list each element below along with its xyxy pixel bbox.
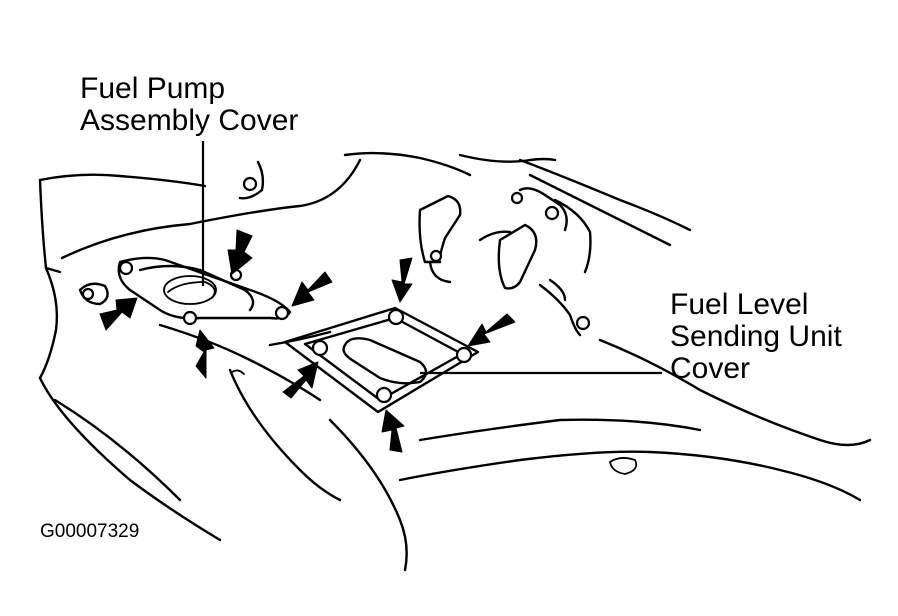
fuel-level-cover-label-line2: Sending Unit [670, 320, 842, 353]
body-structure [38, 151, 872, 572]
fuel-level-cover-label-line3: Cover [670, 352, 751, 385]
bolt-arrows [99, 229, 516, 453]
arrow-icon [291, 271, 333, 307]
fuel-level-cover-label-line1: Fuel Level [670, 288, 809, 321]
fuel-pump-cover [78, 256, 292, 326]
fuel-pump-cover-label: Fuel Pump Assembly Cover [80, 73, 298, 137]
leader-lines [201, 141, 662, 375]
fuel-level-sender-cover [283, 306, 480, 414]
seat-belt-buckles [242, 176, 592, 337]
arrow-icon [467, 313, 516, 347]
arrow-icon [227, 229, 253, 275]
arrow-icon [195, 329, 215, 379]
figure-id: G00007329 [40, 521, 140, 542]
fuel-level-cover-label: Fuel Level Sending Unit Cover [670, 289, 842, 385]
arrow-icon [391, 257, 413, 303]
arrow-icon [381, 409, 405, 453]
fuel-pump-cover-label-line2: Assembly Cover [80, 104, 299, 137]
fuel-pump-cover-label-line1: Fuel Pump [80, 72, 226, 105]
arrow-icon [99, 297, 138, 331]
arrow-icon [282, 361, 319, 399]
